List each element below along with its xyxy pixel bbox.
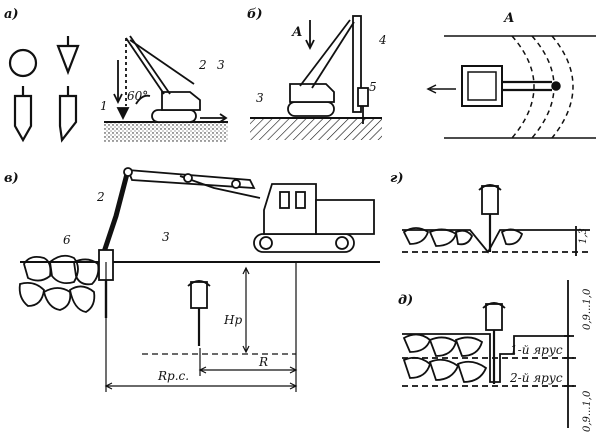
ground-soil-a [104, 122, 228, 142]
hammer-body-d [485, 303, 503, 331]
label-d-tier2: 2-й ярус [509, 371, 563, 385]
panel-a-label: а) [4, 7, 19, 22]
rpc-arrows [104, 382, 298, 390]
panel-g: г) 1,3 [390, 171, 590, 256]
excavator-body [315, 199, 375, 235]
move-arrow-head [219, 113, 228, 123]
rig-hammer [357, 87, 369, 107]
label-v-3: 3 [162, 230, 170, 244]
dimensions-v [104, 262, 298, 392]
label-b-3: 3 [256, 91, 264, 105]
cab-window-1 [279, 191, 290, 209]
label-a-1: 1 [100, 99, 108, 113]
plan-hammer [551, 81, 561, 91]
benching-d [402, 280, 576, 428]
label-v-hp: Hp [223, 313, 242, 327]
boulders-v [18, 254, 100, 313]
wedge-hammer-1 [116, 107, 130, 121]
track-wheel-2 [335, 236, 349, 250]
boom-pin-1 [123, 167, 133, 177]
angle-arc [135, 94, 151, 105]
panel-d: д) 1-й ярус 2-й ярус 0,9...1,0 0,9...1,0 [398, 280, 593, 432]
rig-mast [352, 15, 362, 113]
label-v-6: 6 [63, 233, 71, 247]
hp-arrows [242, 266, 250, 354]
chisel-hammer-shape [58, 94, 78, 143]
hammer-handle-d [482, 302, 506, 309]
rig-boom-2 [311, 21, 355, 89]
label-a-3: 3 [217, 58, 225, 72]
excavator-stick [101, 169, 131, 253]
hammer-shapes [8, 36, 80, 143]
rig-boom [299, 19, 351, 87]
label-b-A: А [291, 25, 303, 40]
arc-1 [511, 35, 535, 139]
excavator-tracks [253, 233, 355, 253]
rig-cab [289, 83, 335, 103]
label-b-5: 5 [369, 80, 377, 94]
crane-boom [125, 37, 165, 95]
label-v-r: R [258, 355, 268, 369]
excavator-cab [263, 183, 317, 235]
trench-g [402, 184, 590, 256]
label-a-2: 2 [198, 58, 207, 72]
panel-b-label: б) [247, 7, 263, 22]
track-wheel-1 [259, 236, 273, 250]
label-v-rpc: Rр.с. [157, 369, 189, 383]
boom-pin-2 [183, 173, 193, 183]
wedge-hammer-shape [56, 44, 80, 76]
arc-3 [551, 35, 574, 139]
hammer-handle-v2 [187, 280, 211, 287]
plan-view-A: А [426, 11, 596, 139]
plan-machine-cab [467, 71, 497, 101]
hammer-body-v2 [190, 281, 208, 309]
label-d-dim-top: 0,9...1,0 [582, 288, 593, 330]
hammer-handle-g [478, 184, 502, 191]
panel-v: в) [4, 167, 380, 392]
label-d-tier1: 1-й ярус [510, 343, 563, 357]
boom-pin-3 [231, 179, 241, 189]
rig-tracks [287, 101, 335, 117]
label-v-2: 2 [96, 190, 105, 204]
hammer-body-g [481, 185, 499, 215]
arrow-A-head [305, 39, 315, 51]
label-b-4: 4 [378, 33, 387, 47]
arc-2 [531, 35, 555, 139]
pointed-hammer-shape [13, 94, 33, 143]
label-d-dim-bot: 0,9...1,0 [582, 390, 593, 432]
plan-label-A: А [503, 11, 515, 26]
panel-a: а) 1 2 [4, 7, 228, 143]
crane-cab [161, 91, 201, 111]
crane-tracks [151, 109, 197, 123]
panel-g-label: г) [390, 171, 403, 186]
panel-b: б) А 3 4 5 [247, 7, 387, 140]
ball-hammer-shape [8, 48, 38, 78]
cab-window-2 [295, 191, 306, 209]
excavator-v [98, 167, 375, 346]
label-a-angle: 60° [127, 89, 148, 103]
plan-move-arrow-head [426, 84, 437, 94]
pile-driver-b [287, 15, 369, 124]
bench-surface [402, 333, 570, 383]
panel-d-label: д) [398, 293, 413, 308]
crane-cable [129, 39, 195, 85]
drop-arrow-head [113, 93, 123, 105]
ground-soil-b [250, 118, 382, 140]
panel-v-label: в) [4, 171, 19, 186]
crane-a [113, 35, 228, 123]
label-g-dim: 1,3 [578, 228, 589, 244]
